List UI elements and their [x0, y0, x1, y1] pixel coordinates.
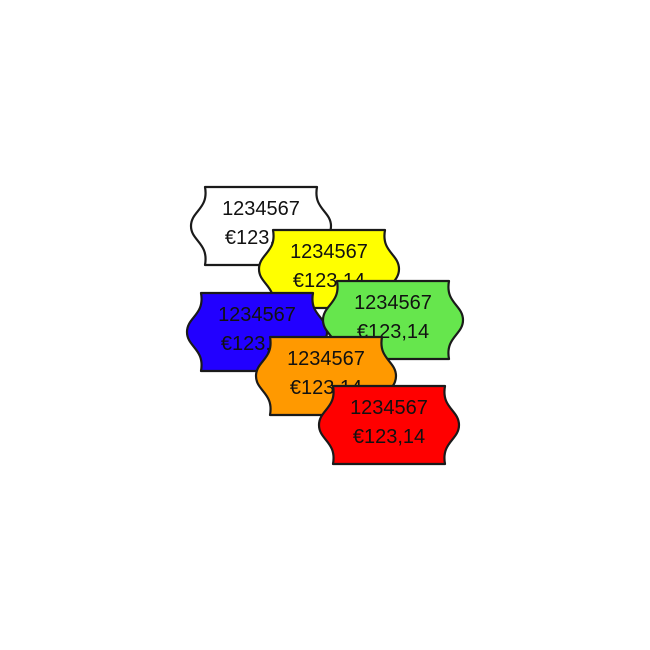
price-label-code: 1234567 [290, 241, 368, 263]
price-label-outline [317, 384, 461, 466]
price-label-red: 1234567 €123,14 [317, 384, 461, 466]
price-label-price: €123,14 [352, 426, 426, 448]
price-label-code: 1234567 [287, 348, 365, 370]
price-label-code: 1234567 [218, 304, 296, 326]
price-label-shape [317, 384, 461, 466]
price-label-code: 1234567 [222, 198, 300, 220]
price-label-code: 1234567 [354, 292, 432, 314]
price-label-code: 1234567 [350, 397, 428, 419]
